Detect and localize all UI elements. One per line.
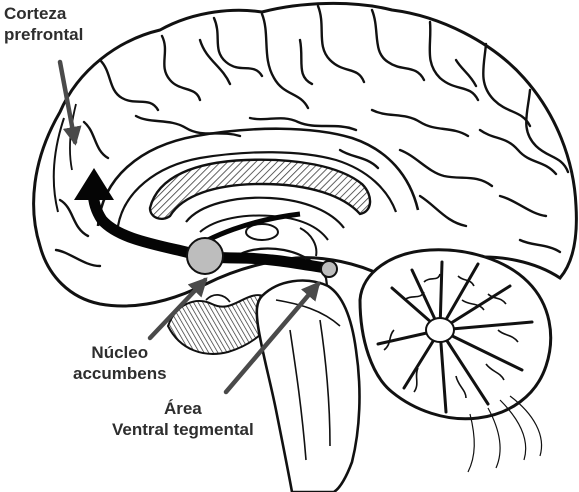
label-nucleus-accumbens: Núcleo accumbens xyxy=(73,342,167,384)
label-accumbens-line2: accumbens xyxy=(73,363,167,384)
label-vta-line2: Ventral tegmental xyxy=(112,419,254,440)
label-vta-line1: Área xyxy=(112,398,254,419)
brainstem xyxy=(257,281,360,492)
label-prefrontal-line1: Corteza xyxy=(4,3,83,24)
label-ventral-tegmental-area: Área Ventral tegmental xyxy=(112,398,254,440)
cerebellum xyxy=(360,250,551,472)
ventral-tegmental-area xyxy=(321,261,337,277)
label-prefrontal-cortex: Corteza prefrontal xyxy=(4,3,83,45)
nucleus-accumbens xyxy=(187,238,223,274)
label-prefrontal-line2: prefrontal xyxy=(4,24,83,45)
label-accumbens-line1: Núcleo xyxy=(73,342,167,363)
